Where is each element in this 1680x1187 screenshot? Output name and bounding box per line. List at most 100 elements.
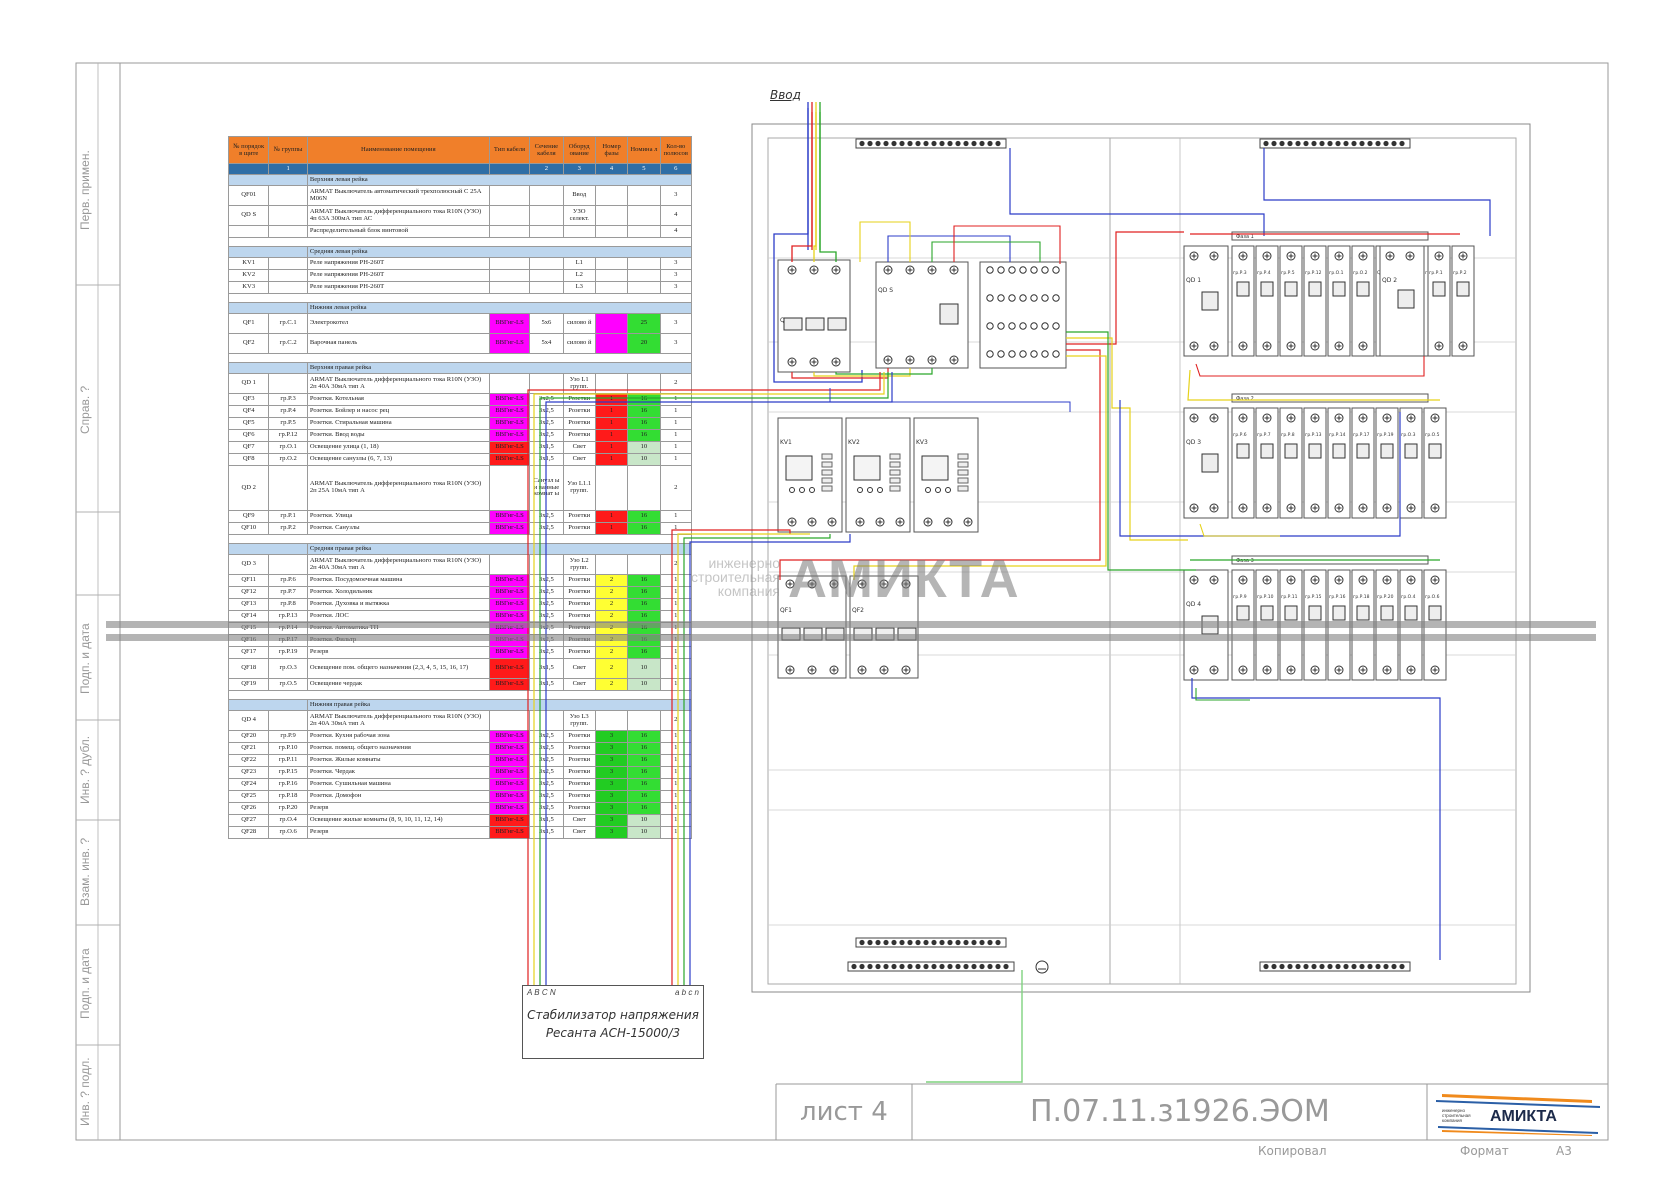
cell-nom: 16 (627, 730, 661, 743)
bus-terminal (1271, 963, 1277, 970)
stabilizer-title-1: Стабилизатор напряжения (527, 1008, 699, 1022)
dist-terminal (1052, 294, 1060, 302)
single-pole-breaker (1427, 245, 1451, 357)
dist-terminal (1052, 350, 1060, 358)
breaker-handle (1284, 281, 1298, 297)
sheet-number: лист 4 (800, 1097, 888, 1127)
breaker-group-label: гр.О.2 (1353, 270, 1368, 276)
table-header-cell: Оборуд ование (562, 136, 596, 164)
bus-terminal (1295, 140, 1301, 147)
bus-terminal (1327, 140, 1333, 147)
breaker-group-label: гр.Р.5 (1281, 270, 1295, 276)
cell-ph (594, 465, 629, 511)
table-section-row: Нижняя левая рейка (228, 302, 693, 314)
outer-frame (75, 62, 1609, 1141)
breaker-handle (1332, 605, 1346, 621)
table-header-cell: Номер фазы (594, 136, 629, 164)
kv-display (785, 455, 813, 481)
bus-terminal (883, 963, 889, 970)
breaker-group-label: гр.Р.18 (1353, 594, 1370, 600)
single-pole-breaker (1327, 245, 1351, 357)
cell-cable: ВВГнг-LS (488, 814, 531, 827)
breaker-handle (1332, 281, 1346, 297)
bus-terminal (907, 140, 913, 147)
dist-terminal (986, 350, 994, 358)
cell-ph: 3 (594, 790, 629, 803)
bus-terminal (883, 140, 889, 147)
breaker-handle (1428, 443, 1442, 459)
bus-terminal (875, 939, 881, 946)
dist-terminal (1030, 350, 1038, 358)
cell-cable: ВВГнг-LS (488, 646, 531, 659)
kv-indicator (889, 461, 901, 468)
bus-terminal (1311, 140, 1317, 147)
ground-wire (926, 970, 1023, 1083)
phase-a-wire (791, 112, 813, 262)
watermark-line-1: инженерно (708, 555, 780, 571)
rcd-qd2-label: QD 2 (1382, 277, 1397, 284)
logo-stripe-blue-2 (1438, 1126, 1598, 1134)
table-number-cell: 2 (529, 163, 564, 175)
bus-terminal (1279, 963, 1285, 970)
bus-terminal (947, 939, 953, 946)
single-pole-breaker (1255, 407, 1279, 519)
logo-brand: АМИКТА (1490, 1108, 1557, 1125)
kv-indicator (957, 477, 969, 484)
bus-terminal (947, 963, 953, 970)
bus-terminal (915, 939, 921, 946)
bus-terminal (1003, 963, 1009, 970)
dist-terminal (997, 322, 1005, 330)
cell-grp: гр.О.6 (268, 826, 308, 839)
bus-terminal (947, 140, 953, 147)
breaker-handle (1356, 443, 1370, 459)
stabilizer-input-wire (545, 372, 893, 985)
top-neutral-bus-right (1259, 138, 1411, 149)
bus-terminal (971, 140, 977, 147)
top-neutral-bus-left (855, 138, 1007, 149)
bus-terminal (1351, 963, 1357, 970)
bus-terminal (995, 939, 1001, 946)
cell-ph: 1 (594, 405, 629, 418)
bus-terminal (1391, 140, 1397, 147)
bus-terminal (1399, 140, 1405, 147)
cell-cable: ВВГнг-LS (488, 678, 531, 691)
kv-led (925, 487, 931, 493)
kv-led (857, 487, 863, 493)
breaker-handle (1456, 281, 1470, 297)
copied-label: Копировал (1258, 1144, 1327, 1158)
bus-terminal (1399, 963, 1405, 970)
dist-terminal (1030, 266, 1038, 274)
logo-small-text: инженерно строительная компания (1442, 1108, 1471, 1123)
rcd-loop-wire (1199, 523, 1280, 537)
breaker-group-label: гр.Р.10 (1257, 594, 1274, 600)
phase-b-wire (813, 112, 817, 262)
dist-terminal (1052, 322, 1060, 330)
cell-cable: ВВГнг-LS (488, 802, 531, 815)
cell-nom: 16 (627, 574, 661, 587)
breaker-group-label: гр.Р.1 (1429, 270, 1443, 276)
single-pole-breaker (1231, 245, 1255, 357)
stabilizer-input-wire (539, 372, 889, 985)
table-header-cell: № группы (268, 136, 308, 164)
rcd-label: QD 1 (1186, 277, 1201, 284)
kv-display (853, 455, 881, 481)
watermark-bar-2 (106, 634, 1596, 641)
neutral-wire (887, 235, 1011, 262)
rcd-loop-wire (1195, 356, 1425, 377)
cell-grp (268, 465, 308, 511)
breaker-group-label: гр.Р.8 (1281, 432, 1295, 438)
phase-comb-label: Фаза 3 (1236, 558, 1254, 564)
bus-terminal (1271, 140, 1277, 147)
cell-cable: ВВГнг-LS (488, 790, 531, 803)
bus-terminal (1311, 963, 1317, 970)
bus-terminal (931, 140, 937, 147)
breaker-group-label: гр.Р.3 (1233, 270, 1247, 276)
rcd-qd2-button (1397, 289, 1415, 309)
breaker-handle (1260, 443, 1274, 459)
dist-terminal (997, 294, 1005, 302)
